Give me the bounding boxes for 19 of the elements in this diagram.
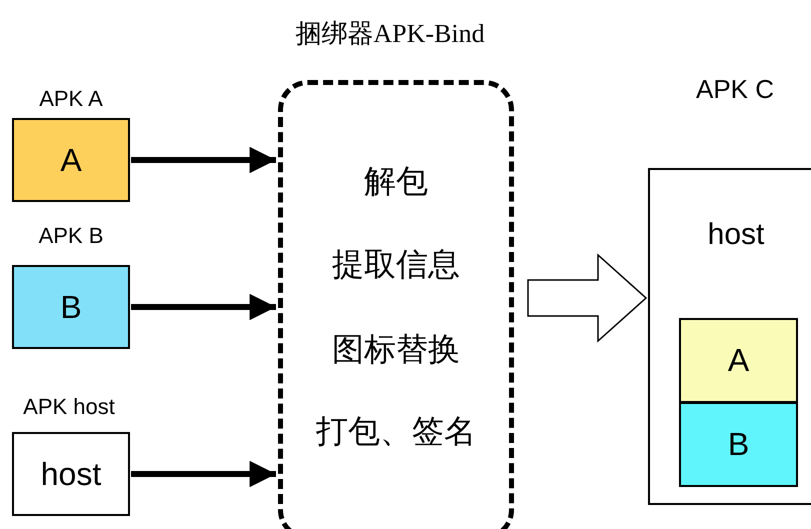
host-label: host [706, 218, 766, 252]
apk-label: APK B [38, 223, 104, 249]
block-arrow [527, 253, 648, 343]
apk-label: APK A [38, 86, 104, 112]
step-text: 提取信息 [331, 245, 461, 284]
apk-label: APK C [694, 74, 776, 105]
step-text: 打包、签名 [315, 412, 477, 451]
apk-label: APK host [22, 394, 116, 420]
arrow [131, 146, 276, 174]
arrow [131, 294, 276, 320]
module-box: B [679, 402, 798, 487]
step-text: 解包 [363, 162, 429, 201]
package-box: A [12, 118, 130, 202]
package-box: B [12, 265, 130, 349]
arrow [131, 460, 276, 488]
step-text: 图标替换 [331, 330, 461, 369]
binder-title: 捆绑器APK-Bind [294, 18, 486, 50]
package-box: host [12, 432, 130, 516]
module-box: A [679, 318, 798, 403]
